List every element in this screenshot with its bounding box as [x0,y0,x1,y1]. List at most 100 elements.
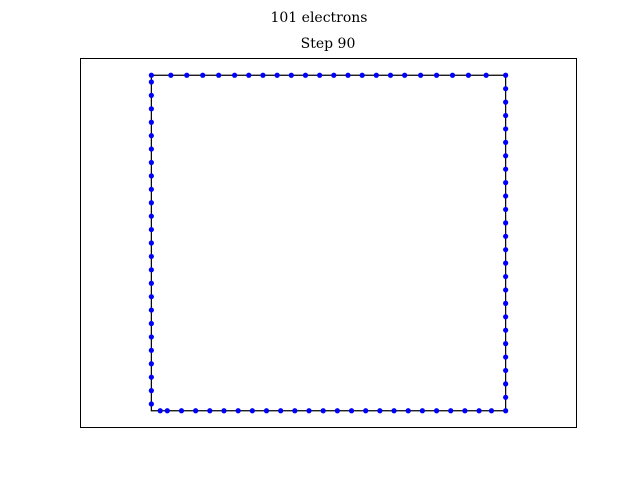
electron-point [148,280,154,286]
electron-point [377,408,383,414]
electron-point [334,408,340,414]
electron-point [465,72,472,78]
electron-point [221,408,227,414]
boundary-square [150,74,507,412]
electron-point [387,72,394,78]
electron-point [359,72,365,78]
electron-point [260,72,266,78]
electron-point [249,408,255,414]
electron-point [503,72,509,78]
electron-point [317,72,323,78]
electron-point [263,408,270,414]
electron-point [184,72,190,78]
axes-frame [80,58,577,428]
figure-suptitle: 101 electrons [270,10,367,26]
electron-point [148,213,154,219]
electron-point [148,347,154,353]
electron-point [405,408,411,414]
electron-point [345,72,351,78]
electron-point [148,133,154,139]
electron-point [148,106,154,112]
electron-point [148,226,154,233]
electron-point [503,273,509,280]
electron-point [503,99,509,105]
electron-point [363,408,369,414]
electron-point [348,408,355,414]
electron-point [449,72,456,78]
electron-point [503,354,509,360]
electron-point [148,361,154,367]
electron-point [483,72,489,78]
electron-point [157,408,163,414]
electron-point [503,314,509,320]
electron-point [306,408,312,414]
electron-point [148,320,154,327]
axes-title: Step 90 [301,36,356,52]
electron-point [232,72,238,78]
electron-point [148,173,154,179]
electron-point [503,139,509,145]
electron-point [148,374,154,380]
electron-point [246,72,252,78]
electron-point [148,307,154,313]
electron-point [168,72,174,78]
electron-point [503,206,509,213]
electron-point [320,408,326,414]
electron-point [503,220,509,226]
electron-point [148,92,154,98]
electron-point [503,247,509,253]
electron-point [200,72,206,78]
electron-point [148,240,154,246]
electron-point [503,153,509,159]
electron-point [503,287,509,293]
electron-point [503,166,509,172]
electron-point [419,408,425,414]
electron-point [433,72,440,78]
electron-point [373,72,379,78]
electron-point [302,72,309,78]
electron-point [503,408,509,414]
electron-point [503,180,509,186]
electron-point [216,72,222,78]
electron-point [148,253,154,260]
electron-point [503,126,509,132]
electron-point [503,381,509,387]
electron-point [235,408,241,414]
electron-point [193,408,199,414]
plot-area [148,72,509,414]
electron-point [148,267,154,273]
electron-point [462,408,468,414]
electron-point [433,408,440,414]
electron-point [448,408,454,414]
electron-point [503,193,509,199]
electron-point [178,408,185,414]
electron-point [331,72,337,78]
electron-point [503,367,509,374]
electron-point [503,341,509,347]
electron-point [148,401,154,407]
electron-point [503,300,509,306]
electron-point [292,408,298,414]
electron-point [503,233,509,239]
electron-point [207,408,213,414]
electron-point [503,394,509,400]
electron-point [148,72,154,78]
electron-point [148,294,154,300]
electron-point [148,119,154,125]
electron-point [503,86,509,92]
electron-point [148,388,154,394]
electron-point [476,408,482,414]
electron-point [278,408,284,414]
electron-point [288,72,294,78]
electron-point [148,159,154,166]
electron-point [402,72,408,78]
electron-point [148,200,154,206]
electron-point [391,408,397,414]
electron-point [274,72,280,78]
electron-point [148,186,154,192]
electron-point [418,72,424,78]
electron-point [148,334,154,340]
electron-point [148,79,154,85]
electron-point [503,112,509,119]
